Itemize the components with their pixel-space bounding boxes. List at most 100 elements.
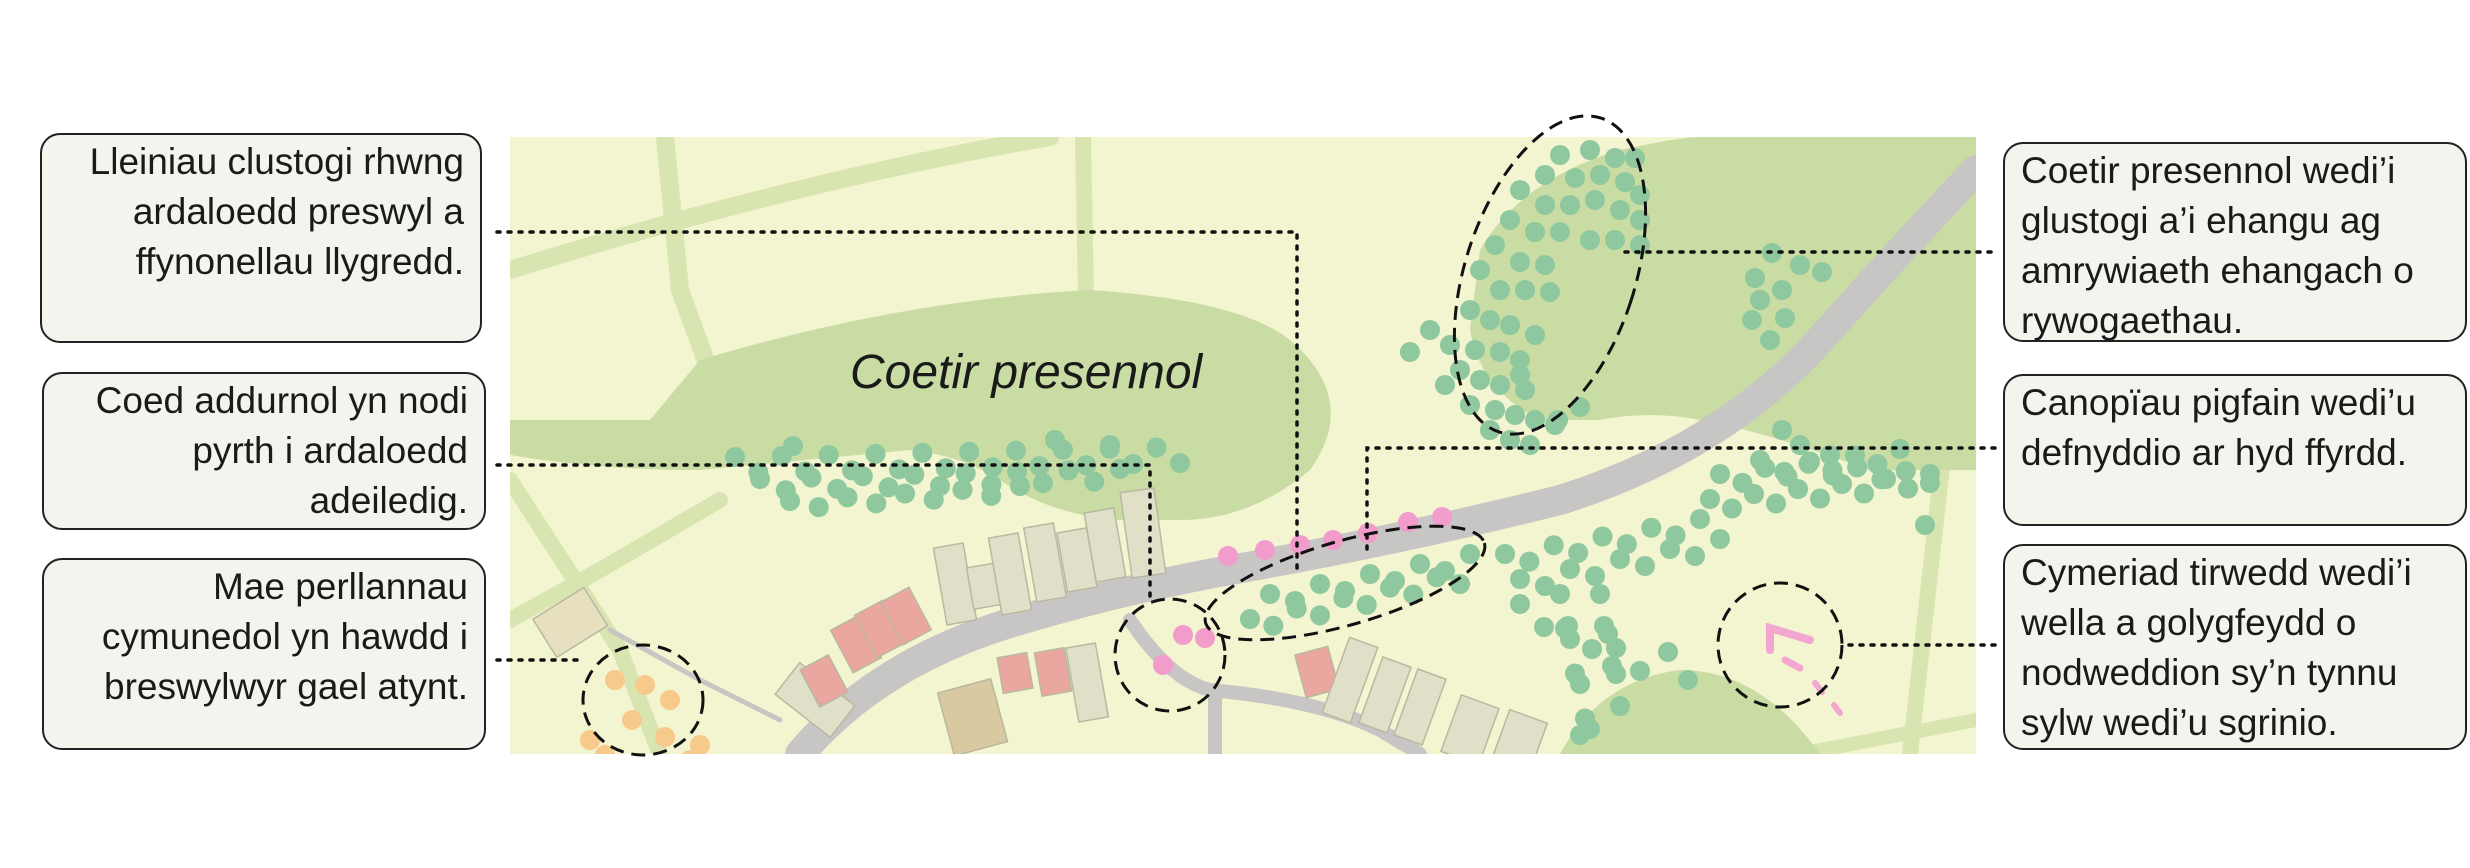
tree-symbol [935, 458, 956, 479]
tree-symbol [1750, 450, 1770, 470]
tree-symbol [1485, 235, 1505, 255]
ornamental-tree-symbol [1173, 625, 1193, 645]
tree-symbol [1630, 185, 1650, 205]
tree-symbol [1450, 360, 1470, 380]
tree-symbol [1742, 310, 1762, 330]
tree-symbol [1915, 515, 1935, 535]
tree-symbol [1685, 546, 1705, 566]
leader-lines [495, 230, 1997, 662]
tree-symbol [1798, 453, 1819, 474]
tree-symbol [1570, 725, 1590, 745]
tree-symbol [1510, 365, 1530, 385]
tree-symbol [912, 442, 933, 463]
tree-symbol [1710, 464, 1730, 484]
orchard-tree-symbol [660, 690, 680, 710]
tree-symbol [1360, 564, 1380, 584]
tree-symbol [1565, 168, 1585, 188]
tree-symbol [1610, 549, 1630, 569]
tree-symbol [818, 444, 839, 465]
tree-symbol [1510, 569, 1530, 589]
orchard-tree-symbol [595, 745, 615, 754]
tree-symbol [1810, 488, 1830, 509]
tree-symbol [1582, 639, 1602, 659]
tree-symbol [865, 443, 886, 464]
tree-symbol [1490, 342, 1510, 362]
roadside-canopy-highlight [1203, 524, 1487, 642]
orchard-tree-symbol [690, 735, 710, 754]
tree-symbol [1847, 457, 1868, 478]
tree-symbol [1100, 435, 1120, 455]
tree-symbol [1356, 594, 1377, 615]
tree-symbol [1525, 410, 1545, 430]
tree-symbol [1535, 576, 1555, 596]
ornamental-tree-symbol [1218, 546, 1238, 566]
orchard-tree-symbol [635, 675, 655, 695]
tree-symbol [1560, 559, 1580, 579]
tree-symbol [1084, 471, 1105, 492]
tree-symbol [1440, 335, 1460, 355]
tree-symbol [1790, 255, 1810, 275]
tree-symbol [1560, 195, 1580, 215]
tree-symbol [1580, 140, 1600, 160]
tree-symbol [895, 483, 915, 504]
orchard-tree-symbol [682, 750, 698, 754]
tree-symbol [1335, 581, 1355, 601]
tree-symbol [1775, 308, 1795, 328]
tree-symbol [1550, 222, 1570, 242]
gateway-highlight [1113, 597, 1227, 713]
leader-buffer-strips [495, 230, 1299, 577]
tree-symbol [1871, 469, 1892, 490]
tree-symbol [1732, 472, 1753, 493]
tree-symbol [725, 447, 745, 467]
ornamental-tree-symbol [1290, 535, 1310, 555]
tree-symbol [1540, 282, 1560, 302]
tree-symbol [1485, 400, 1505, 420]
tree-symbol [1592, 526, 1613, 547]
tree-symbol [1495, 544, 1515, 564]
callout-landscape-character: Cymeriad tirwedd wedi’i wella a golygfey… [2003, 544, 2467, 750]
tree-symbol [1760, 330, 1780, 350]
orchard-tree-symbol [580, 730, 600, 750]
callout-narrow-canopies: Canopïau pigfain wedi’u defnyddio ar hyd… [2003, 374, 2467, 526]
callout-ornamental-trees: Coed addurnol yn nodi pyrth i ardaloedd … [42, 372, 486, 530]
woodland-southeast [1560, 670, 1820, 754]
tree-symbol [1510, 594, 1530, 614]
main-road [785, 155, 1976, 754]
tree-symbol [1606, 638, 1626, 658]
tree-symbol [783, 436, 803, 456]
tree-symbol [1615, 172, 1635, 192]
tree-symbol [1510, 252, 1530, 272]
tree-symbol [1790, 435, 1810, 455]
orchard-tree-symbol [655, 727, 675, 747]
tree-symbol [1010, 476, 1030, 496]
tree-symbol [780, 491, 800, 511]
tree-symbol [1500, 210, 1520, 230]
tree-symbol [1700, 489, 1720, 509]
tree-symbol [1867, 454, 1888, 475]
tree-symbol [1610, 696, 1630, 716]
tree-symbol [801, 467, 822, 488]
tree-symbol [1635, 556, 1655, 576]
tree-symbol [1580, 230, 1600, 250]
ornamental-tree-symbol [1195, 628, 1215, 648]
tree-symbol [1772, 420, 1792, 440]
tree-symbol [1920, 473, 1940, 493]
tree-symbol [1820, 445, 1840, 465]
tree-symbol [1625, 148, 1645, 168]
tree-symbol [1435, 375, 1455, 395]
tree-symbol [1585, 190, 1605, 210]
tree-symbol [1525, 222, 1545, 242]
tree-symbol [1570, 674, 1590, 694]
tree-symbol [982, 457, 1003, 478]
tree-symbol [1854, 483, 1874, 504]
map-title: Coetir presennol [850, 346, 1203, 399]
tree-symbol [1585, 566, 1605, 586]
tree-symbol [952, 479, 973, 500]
tree-symbol [1260, 584, 1280, 604]
tree-symbol [1240, 609, 1260, 629]
tree-symbol [1590, 165, 1610, 185]
tree-symbol [1605, 230, 1625, 250]
tree-symbol [866, 493, 887, 514]
buildings [531, 487, 1549, 754]
